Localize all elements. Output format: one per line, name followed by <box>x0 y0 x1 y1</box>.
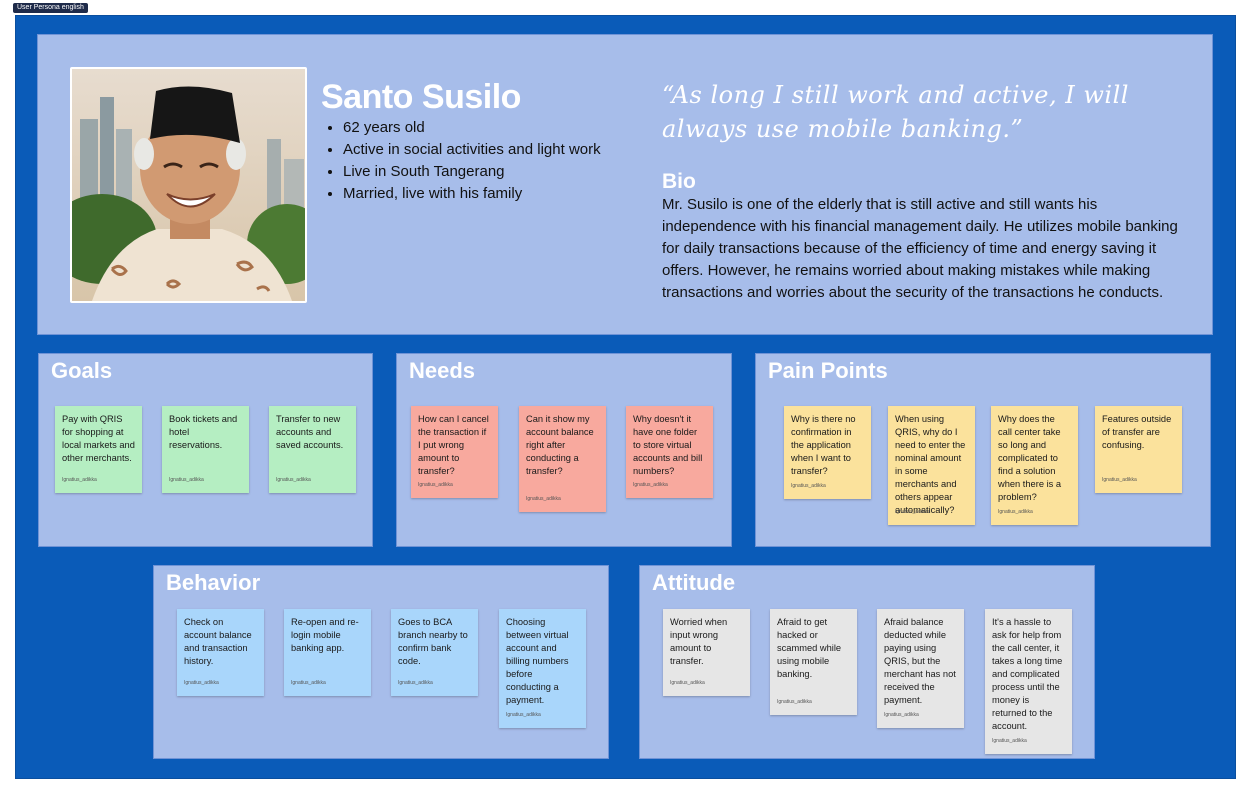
need-note[interactable]: Why doesn't it have one folder to store … <box>626 406 713 498</box>
note-author: Ignatius_adikka <box>169 477 204 483</box>
note-author: Ignatius_adikka <box>998 509 1033 515</box>
behavior-title: Behavior <box>166 570 261 595</box>
persona-photo[interactable] <box>70 67 307 303</box>
note-author: Ignatius_adikka <box>670 680 705 686</box>
note-author: Ignatius_adikka <box>895 509 930 515</box>
note-text: Book tickets and hotel reservations. <box>169 414 238 450</box>
goals-title: Goals <box>51 358 113 383</box>
fact-activity: Active in social activities and light wo… <box>343 139 601 161</box>
note-text: Afraid balance deducted while paying usi… <box>884 617 956 705</box>
note-text: Choosing between virtual account and bil… <box>506 617 569 705</box>
note-text: Check on account balance and transaction… <box>184 617 252 666</box>
note-author: Ignatius_adikka <box>992 738 1027 744</box>
note-text: Why does the call center take so long an… <box>998 414 1062 502</box>
persona-name: Santo Susilo <box>321 78 521 116</box>
note-text: Transfer to new accounts and saved accou… <box>276 414 344 450</box>
bio-text: Mr. Susilo is one of the elderly that is… <box>662 196 1178 301</box>
behavior-note[interactable]: Choosing between virtual account and bil… <box>499 609 586 728</box>
pain-point-note[interactable]: Features outside of transfer are confusi… <box>1095 406 1182 493</box>
behavior-note[interactable]: Goes to BCA branch nearby to confirm ban… <box>391 609 478 696</box>
note-text: Features outside of transfer are confusi… <box>1102 414 1172 450</box>
behavior-note[interactable]: Re-open and re-login mobile banking app.… <box>284 609 371 696</box>
attitude-note[interactable]: Afraid to get hacked or scammed while us… <box>770 609 857 715</box>
note-author: Ignatius_adikka <box>1102 477 1137 483</box>
note-text: When using QRIS, why do I need to enter … <box>895 414 966 515</box>
persona-quote: “As long I still work and active, I will… <box>662 81 1129 143</box>
attitude-note[interactable]: Afraid balance deducted while paying usi… <box>877 609 964 728</box>
note-text: Can it show my account balance right aft… <box>526 414 594 476</box>
note-author: Ignatius_adikka <box>884 712 919 718</box>
note-author: Ignatius_adikka <box>62 477 97 483</box>
note-author: Ignatius_adikka <box>398 680 433 686</box>
note-author: Ignatius_adikka <box>418 482 453 488</box>
need-note[interactable]: Can it show my account balance right aft… <box>519 406 606 512</box>
attitude-note[interactable]: It's a hassle to ask for help from the c… <box>985 609 1072 754</box>
attitude-title: Attitude <box>652 570 736 595</box>
note-author: Ignatius_adikka <box>526 496 561 502</box>
attitude-note[interactable]: Worried when input wrong amount to trans… <box>663 609 750 696</box>
behavior-note[interactable]: Check on account balance and transaction… <box>177 609 264 696</box>
note-author: Ignatius_adikka <box>506 712 541 718</box>
goal-note[interactable]: Transfer to new accounts and saved accou… <box>269 406 356 493</box>
note-text: Goes to BCA branch nearby to confirm ban… <box>398 617 468 666</box>
note-text: Why doesn't it have one folder to store … <box>633 414 703 476</box>
note-author: Ignatius_adikka <box>184 680 219 686</box>
fact-age: 62 years old <box>343 117 601 139</box>
persona-facts: 62 years old Active in social activities… <box>325 117 601 205</box>
goal-note[interactable]: Pay with QRIS for shopping at local mark… <box>55 406 142 493</box>
fact-location: Live in South Tangerang <box>343 161 601 183</box>
pain-point-note[interactable]: Why does the call center take so long an… <box>991 406 1078 525</box>
note-text: Afraid to get hacked or scammed while us… <box>777 617 842 679</box>
frame-label[interactable]: User Persona english <box>13 3 88 13</box>
needs-title: Needs <box>409 358 476 383</box>
need-note[interactable]: How can I cancel the transaction if I pu… <box>411 406 498 498</box>
note-author: Ignatius_adikka <box>276 477 311 483</box>
pain-point-note[interactable]: Why is there no confirmation in the appl… <box>784 406 871 499</box>
persona-photo-illustration <box>72 69 305 301</box>
pain-point-note[interactable]: When using QRIS, why do I need to enter … <box>888 406 975 525</box>
goal-note[interactable]: Book tickets and hotel reservations. Ign… <box>162 406 249 493</box>
note-author: Ignatius_adikka <box>791 483 826 489</box>
note-text: Why is there no confirmation in the appl… <box>791 414 856 476</box>
note-text: How can I cancel the transaction if I pu… <box>418 414 489 476</box>
pain-points-title: Pain Points <box>768 358 888 383</box>
note-text: Pay with QRIS for shopping at local mark… <box>62 414 135 463</box>
note-author: Ignatius_adikka <box>291 680 326 686</box>
fact-family: Married, live with his family <box>343 183 601 205</box>
note-text: Worried when input wrong amount to trans… <box>670 617 728 666</box>
note-text: It's a hassle to ask for help from the c… <box>992 617 1063 731</box>
note-text: Re-open and re-login mobile banking app. <box>291 617 359 653</box>
bio-title: Bio <box>662 170 696 193</box>
note-author: Ignatius_adikka <box>633 482 668 488</box>
note-author: Ignatius_adikka <box>777 699 812 705</box>
